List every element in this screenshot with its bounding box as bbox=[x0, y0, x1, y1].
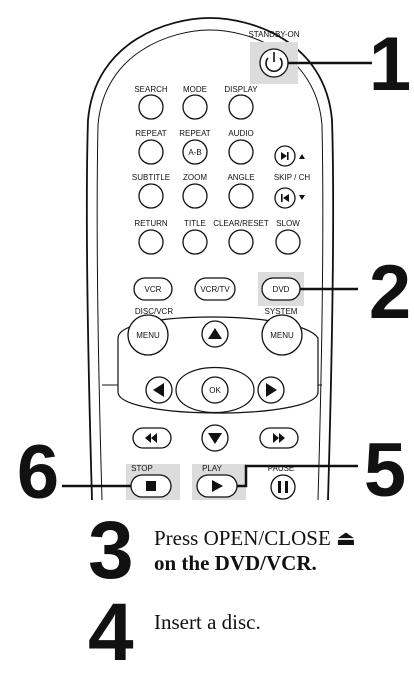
title-button[interactable] bbox=[182, 229, 208, 255]
remote-body-inner-outline bbox=[96, 29, 324, 500]
callout-number-5: 5 bbox=[364, 428, 406, 500]
vcr-button-text: VCR bbox=[145, 285, 162, 294]
ok-button-text: OK bbox=[209, 386, 221, 395]
step-number-3: 3 bbox=[88, 505, 134, 596]
arrow-left-icon bbox=[153, 383, 164, 397]
display-button[interactable] bbox=[228, 94, 254, 120]
return-button[interactable] bbox=[138, 229, 164, 255]
mode-button[interactable] bbox=[182, 94, 208, 120]
subtitle-button[interactable] bbox=[138, 183, 164, 209]
repeat-ab-button[interactable]: A-B bbox=[182, 139, 208, 165]
skip-next-icon bbox=[281, 152, 289, 160]
skip-ch-label: SKIP / CH bbox=[274, 173, 311, 182]
menu-left-text: MENU bbox=[136, 331, 160, 340]
remote-body-outline bbox=[85, 17, 335, 500]
dvd-button[interactable]: DVD bbox=[261, 277, 301, 301]
dvd-button-text: DVD bbox=[273, 285, 290, 294]
pause-button[interactable] bbox=[270, 474, 296, 500]
left-button[interactable] bbox=[145, 376, 173, 404]
vcr-tv-button-text: VCR/TV bbox=[200, 285, 230, 294]
power-icon bbox=[265, 52, 283, 73]
play-label: PLAY bbox=[202, 464, 223, 473]
play-button[interactable] bbox=[196, 474, 238, 498]
vcr-button[interactable]: VCR bbox=[133, 277, 173, 301]
step-number-4: 4 bbox=[88, 587, 134, 678]
disc-vcr-label: DISC/VCR bbox=[135, 307, 173, 316]
up-button[interactable] bbox=[201, 320, 229, 348]
stop-button[interactable] bbox=[130, 474, 172, 498]
rewind-button[interactable] bbox=[132, 427, 172, 449]
stop-label: STOP bbox=[131, 464, 153, 473]
return-label: RETURN bbox=[134, 219, 168, 228]
right-button[interactable] bbox=[257, 376, 285, 404]
step-3-bold-text: on the DVD/VCR. bbox=[154, 551, 317, 575]
arrow-up-icon bbox=[208, 328, 222, 339]
step-3-text-line1: Press OPEN/CLOSE ⏏ bbox=[154, 526, 356, 550]
clear-reset-label: CLEAR/RESET bbox=[213, 219, 269, 228]
arrow-down-icon bbox=[208, 433, 222, 444]
repeat-ab-label: REPEAT bbox=[179, 129, 211, 138]
ok-ring bbox=[175, 366, 255, 414]
subtitle-label: SUBTITLE bbox=[132, 173, 170, 182]
clear-reset-button[interactable] bbox=[228, 229, 254, 255]
standby-on-label: STANDBY-ON bbox=[248, 30, 299, 39]
up-small-arrow-icon bbox=[299, 154, 305, 159]
ok-button[interactable]: OK bbox=[201, 376, 229, 404]
repeat-button[interactable] bbox=[138, 139, 164, 165]
nav-pad-outline bbox=[117, 316, 319, 414]
down-button[interactable] bbox=[201, 424, 229, 452]
system-label: SYSTEM bbox=[265, 307, 298, 316]
remote-control-illustration: STANDBY-ON 1 SEARCH MODE DISPLAY REPEAT … bbox=[17, 17, 411, 500]
menu-right-button[interactable]: MENU bbox=[261, 314, 303, 356]
arrow-right-icon bbox=[266, 383, 277, 397]
mode-label: MODE bbox=[183, 85, 207, 94]
menu-right-text: MENU bbox=[270, 331, 294, 340]
display-label: DISPLAY bbox=[224, 85, 258, 94]
slow-label: SLOW bbox=[276, 219, 300, 228]
play-icon bbox=[212, 480, 223, 492]
down-small-arrow-icon bbox=[299, 195, 305, 200]
callout-line-5 bbox=[237, 464, 358, 488]
standby-on-button[interactable] bbox=[259, 48, 289, 78]
stop-icon bbox=[146, 481, 156, 491]
search-label: SEARCH bbox=[134, 85, 168, 94]
rewind-icon bbox=[145, 433, 157, 443]
callout-number-2: 2 bbox=[369, 250, 411, 335]
skip-previous-icon bbox=[281, 194, 289, 202]
step-3-text-line2: on the DVD/VCR. bbox=[154, 551, 317, 576]
angle-label: ANGLE bbox=[227, 173, 254, 182]
pause-icon bbox=[278, 481, 288, 493]
callout-number-1: 1 bbox=[369, 22, 411, 107]
step-4-text: Insert a disc. bbox=[154, 610, 261, 634]
skip-next-button[interactable] bbox=[274, 145, 296, 167]
zoom-label: ZOOM bbox=[183, 173, 207, 182]
zoom-button[interactable] bbox=[182, 183, 208, 209]
audio-button[interactable] bbox=[228, 139, 254, 165]
vcr-tv-button[interactable]: VCR/TV bbox=[194, 277, 236, 301]
pause-label: PAUSE bbox=[268, 464, 295, 473]
fast-forward-button[interactable] bbox=[259, 427, 299, 449]
angle-button[interactable] bbox=[228, 183, 254, 209]
menu-left-button[interactable]: MENU bbox=[127, 314, 169, 356]
slow-button[interactable] bbox=[275, 229, 301, 255]
search-button[interactable] bbox=[138, 94, 164, 120]
title-label: TITLE bbox=[184, 219, 206, 228]
fast-forward-icon bbox=[273, 433, 285, 443]
callout-number-6: 6 bbox=[17, 430, 59, 500]
ab-button-text: A-B bbox=[188, 148, 201, 157]
audio-label: AUDIO bbox=[228, 129, 253, 138]
skip-previous-button[interactable] bbox=[274, 187, 296, 209]
repeat-label: REPEAT bbox=[135, 129, 167, 138]
